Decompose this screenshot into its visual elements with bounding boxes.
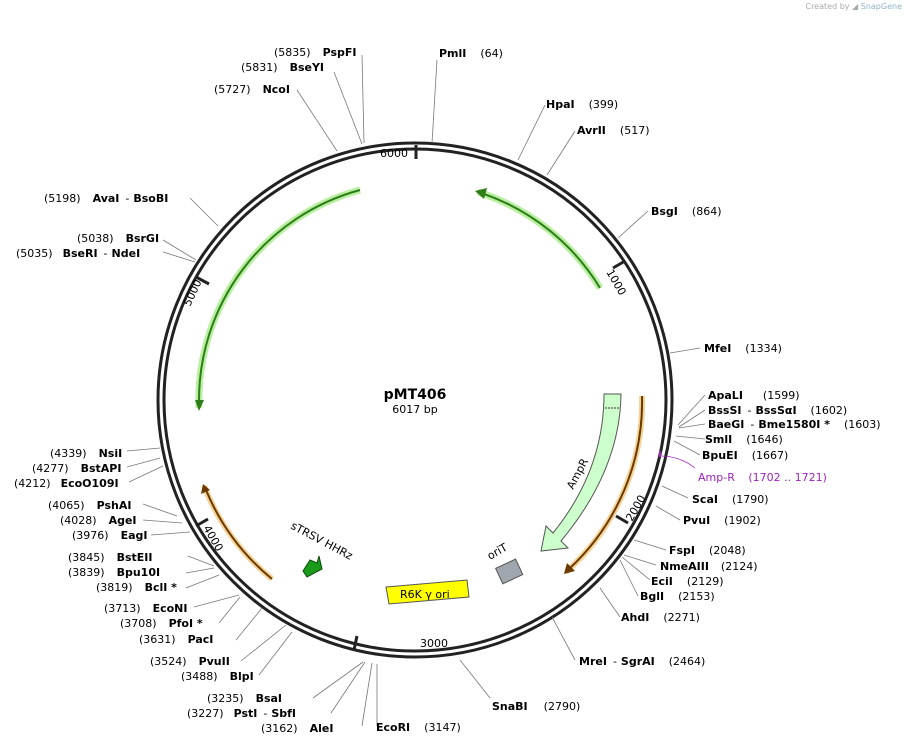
amp-r-primer-label: Amp-R (1702 .. 1721)	[698, 471, 827, 484]
site-label: BsgI(864)	[651, 205, 722, 218]
site-label: (3227)PstI-SbfI	[187, 707, 296, 720]
site-label: EciI(2129)	[651, 575, 723, 588]
site-label: SmlI(1646)	[705, 433, 783, 446]
ampr-feature	[540, 393, 622, 552]
green-arc-left	[197, 189, 361, 404]
site-label: SnaBI(2790)	[492, 700, 580, 713]
site-label: (4212)EcoO109I	[14, 477, 119, 490]
green-arc-left-arrowhead	[195, 400, 204, 411]
green-arc-right-arrowhead	[475, 188, 487, 199]
orit-label: oriT	[485, 541, 510, 563]
site-label: PmlI(64)	[439, 47, 503, 60]
site-label: (4028)AgeI	[60, 514, 137, 527]
site-label: (4339)NsiI	[50, 447, 122, 460]
tick-2000: 2000	[623, 493, 648, 524]
site-label: (3819)BclI *	[96, 581, 177, 594]
tick-5000: 5000	[181, 277, 205, 308]
site-label: (5035)BseRI-NdeI	[16, 247, 140, 260]
green-arc-right-glow	[476, 188, 603, 290]
primer-range: (1702 .. 1721)	[748, 471, 827, 484]
plasmid-name: pMT406	[384, 387, 447, 403]
primer-name: Amp-R	[698, 471, 735, 484]
site-label: (4277)BstAPI	[32, 462, 121, 475]
site-label: (3839)Bpu10I	[68, 566, 160, 579]
amp-r-primer-leader	[659, 455, 696, 469]
orange-arc-left-arrowhead	[201, 484, 210, 494]
site-label: FspI(2048)	[669, 544, 746, 557]
site-label: (4065)PshAI	[48, 499, 131, 512]
site-label: (5831)BseYI	[241, 61, 324, 74]
site-label: BpuEI(1667)	[702, 449, 788, 462]
site-label: (5727)NcoI	[214, 83, 290, 96]
snapgene-logo-icon: ◢	[852, 2, 859, 11]
tick-6000: 6000	[380, 147, 408, 160]
site-label: ApaLI(1599)	[708, 389, 800, 402]
backbone-outer	[156, 141, 674, 659]
orit-feature	[494, 558, 524, 585]
orange-arc-right	[568, 395, 644, 570]
site-label: (3488)BlpI	[181, 670, 254, 683]
site-label: AhdI(2271)	[621, 611, 700, 624]
r6k-feature	[385, 579, 470, 605]
tick-marks	[195, 145, 629, 651]
hhrz-feature	[302, 555, 323, 578]
credit-brand: SnapGene	[860, 2, 902, 11]
orange-arc-right-arrowhead	[564, 563, 575, 574]
site-label: (3162)AleI	[261, 722, 333, 735]
site-label: (3524)PvuII	[150, 655, 230, 668]
orange-arc-left	[205, 489, 273, 580]
site-label: AvrII(517)	[577, 124, 650, 137]
site-label: (3631)PacI	[139, 633, 213, 646]
tick-1000: 1000	[603, 267, 628, 298]
site-label: MreI-SgrAI(2464)	[579, 655, 705, 668]
site-label: BaeGI-Bme1580I *(1603)	[708, 418, 881, 431]
snapgene-credit: Created by ◢ SnapGene	[805, 2, 902, 11]
tick-3000: 3000	[420, 637, 448, 650]
site-label: (3235)BsaI	[207, 692, 282, 705]
site-labels: PmlI(64) HpaI(399) AvrII(517) BsgI(864) …	[14, 46, 881, 735]
site-label: (3845)BstEII	[68, 551, 152, 564]
green-arc-right	[483, 193, 601, 289]
feature-arcs	[195, 186, 646, 582]
site-label: MfeI(1334)	[704, 342, 782, 355]
site-label: EcoRI(3147)	[376, 721, 461, 734]
site-label: (5198)AvaI-BsoBI	[44, 192, 168, 205]
credit-text: Created by	[805, 2, 850, 11]
site-label: BglI(2153)	[640, 590, 715, 603]
r6k-label: R6K γ ori	[400, 588, 450, 601]
plasmid-size: 6017 bp	[392, 403, 437, 416]
site-label: (3708)PfoI *	[120, 617, 203, 630]
site-label: NmeAIII(2124)	[660, 560, 758, 573]
site-label: ScaI(1790)	[692, 493, 769, 506]
site-leaders	[126, 54, 706, 727]
site-label: (5038)BsrGI	[77, 232, 159, 245]
site-label: PvuI(1902)	[683, 514, 761, 527]
site-label: (3976)EagI	[72, 529, 147, 542]
site-label: HpaI(399)	[546, 98, 618, 111]
hhrz-label: sTRSV HHRz	[289, 519, 355, 563]
site-label: (3713)EcoNI	[104, 602, 187, 615]
site-label: BssSI-BssSαI(1602)	[708, 404, 847, 417]
site-label: (5835)PspFI	[274, 46, 356, 59]
